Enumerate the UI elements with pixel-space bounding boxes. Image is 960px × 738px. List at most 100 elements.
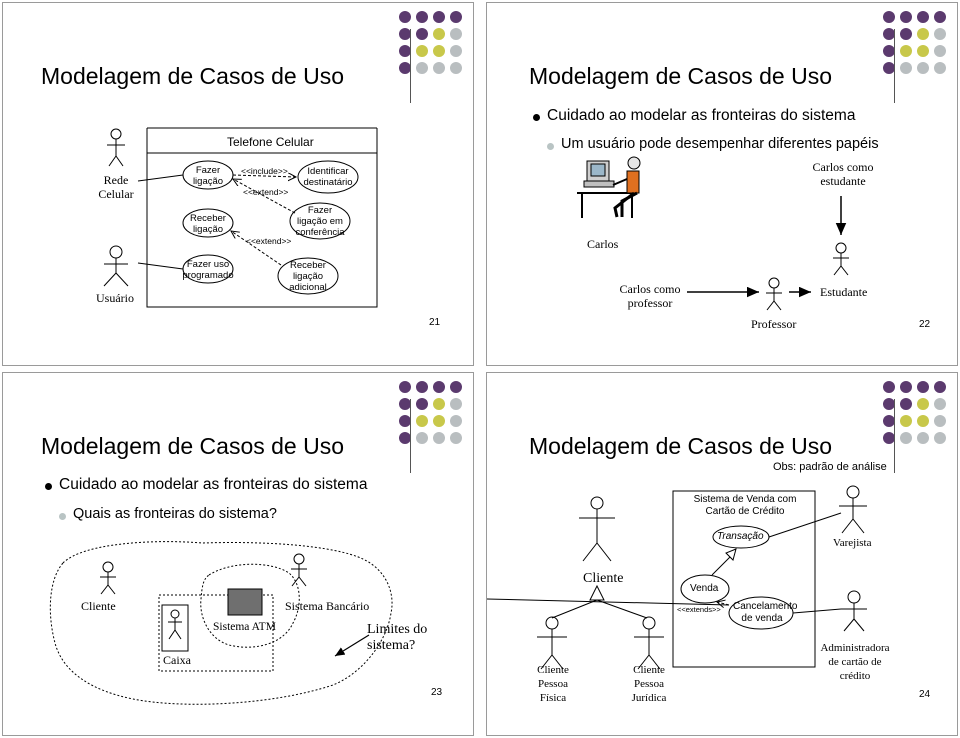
cliente-label: Cliente [81, 599, 116, 613]
decoration-dot [883, 381, 895, 393]
bullet-icon [533, 114, 540, 121]
decoration-dot [883, 398, 895, 410]
decoration-dot [934, 432, 946, 444]
relation-label: <<extends>> [677, 605, 721, 614]
slide-24[interactable]: Modelagem de Casos de Uso Obs: padrão de… [486, 372, 958, 736]
bullet-icon [45, 483, 52, 490]
decoration-dot [883, 415, 895, 427]
use-case-conferencia [289, 202, 351, 240]
actor-varejista-icon [839, 485, 867, 534]
decoration-dot [416, 415, 428, 427]
dots-decoration-icon [399, 381, 462, 444]
sistema-bancario-label: Sistema Bancário [285, 599, 370, 613]
title-divider [894, 399, 895, 473]
title-divider [410, 29, 411, 103]
use-case-label: Fazer uso programado [182, 259, 234, 281]
decoration-dot [450, 28, 462, 40]
decoration-dot [450, 432, 462, 444]
relation-label: <<include>> [241, 166, 288, 176]
boundaries-diagram [49, 541, 393, 705]
slide-22[interactable]: Modelagem de Casos de Uso Cuidado ao mod… [486, 2, 958, 366]
professor-label: Professor [751, 317, 797, 331]
estudante-label: Estudante [820, 285, 868, 299]
slide-number: 22 [919, 319, 931, 330]
decoration-dot [450, 381, 462, 393]
decoration-dot [934, 62, 946, 74]
use-case-label: Fazer ligação em conferência [295, 205, 345, 238]
bullet-text: Cuidado ao modelar as fronteiras do sist… [59, 476, 368, 493]
decoration-dot [883, 28, 895, 40]
dots-decoration-icon [399, 11, 462, 74]
slide-number: 24 [919, 689, 931, 700]
slide-title: Modelagem de Casos de Uso [529, 63, 832, 89]
decoration-dot [399, 28, 411, 40]
decoration-dot [917, 398, 929, 410]
bullet-text: Cuidado ao modelar as fronteiras do sist… [547, 107, 856, 124]
decoration-dot [433, 398, 445, 410]
decoration-dot [900, 28, 912, 40]
use-case-receber-ligacao [182, 208, 234, 238]
slide-number: 21 [429, 317, 441, 328]
decoration-dot [900, 11, 912, 23]
decoration-dot [917, 62, 929, 74]
carlos-professor-label: Carlos como professor [619, 282, 681, 310]
decoration-dot [900, 381, 912, 393]
decoration-dot [433, 62, 445, 74]
sistema-atm-label: Sistema ATM [213, 621, 276, 633]
decoration-dot [883, 62, 895, 74]
decoration-dot [433, 415, 445, 427]
decoration-dot [399, 415, 411, 427]
decoration-dot [399, 432, 411, 444]
decoration-dot [450, 398, 462, 410]
actor-rede-celular-icon [107, 128, 125, 167]
decoration-dot [934, 398, 946, 410]
decoration-dot [883, 432, 895, 444]
computer-user-icon [577, 156, 641, 218]
actor-label: Cliente [583, 571, 624, 586]
actor-administradora-icon [841, 590, 867, 632]
decoration-dot [433, 432, 445, 444]
use-case-label: Identificar destinatário [303, 166, 353, 188]
actor-label: Usuário [96, 291, 134, 305]
use-case-label: Receber ligação [190, 213, 226, 235]
actor-label: Rede Celular [98, 173, 134, 201]
sales-use-case-diagram [487, 485, 867, 670]
sub-bullet-text: Um usuário pode desempenhar diferentes p… [561, 136, 879, 152]
decoration-dot [450, 45, 462, 57]
decoration-dot [900, 398, 912, 410]
decoration-dot [900, 432, 912, 444]
actor-cliente-icon [100, 561, 116, 595]
actor-label: Cliente Pessoa Jurídica [631, 664, 667, 704]
slide-title: Modelagem de Casos de Uso [41, 433, 344, 459]
sub-bullet-icon [59, 513, 66, 520]
decoration-dot [399, 381, 411, 393]
actor-professor-icon [766, 277, 782, 311]
decoration-dot [416, 62, 428, 74]
use-case-venda [680, 574, 730, 604]
decoration-dot [934, 28, 946, 40]
actor-pessoa-fisica-icon [537, 616, 567, 670]
decoration-dot [900, 415, 912, 427]
decoration-dot [900, 62, 912, 74]
dots-decoration-icon [883, 381, 946, 444]
relation-label: <<extend>> [243, 187, 289, 197]
slide-23[interactable]: Modelagem de Casos de Uso Cuidado ao mod… [2, 372, 474, 736]
decoration-dot [450, 62, 462, 74]
decoration-dot [934, 415, 946, 427]
decoration-dot [433, 381, 445, 393]
limites-label: Limites do sistema? [367, 622, 428, 653]
actor-label: Cliente Pessoa Física [537, 664, 569, 704]
decoration-dot [399, 398, 411, 410]
actor-cliente-icon [579, 496, 615, 562]
slide-21[interactable]: Modelagem de Casos de Uso [2, 2, 474, 366]
caixa-label: Caixa [163, 653, 191, 667]
title-divider [894, 29, 895, 103]
actor-caixa-icon [168, 609, 182, 640]
slide-title: Modelagem de Casos de Uso [41, 63, 344, 89]
actor-estudante-icon [833, 242, 849, 276]
decoration-dot [416, 45, 428, 57]
decoration-dot [900, 45, 912, 57]
roles-diagram [577, 156, 849, 311]
decoration-dot [416, 11, 428, 23]
decoration-dot [934, 11, 946, 23]
